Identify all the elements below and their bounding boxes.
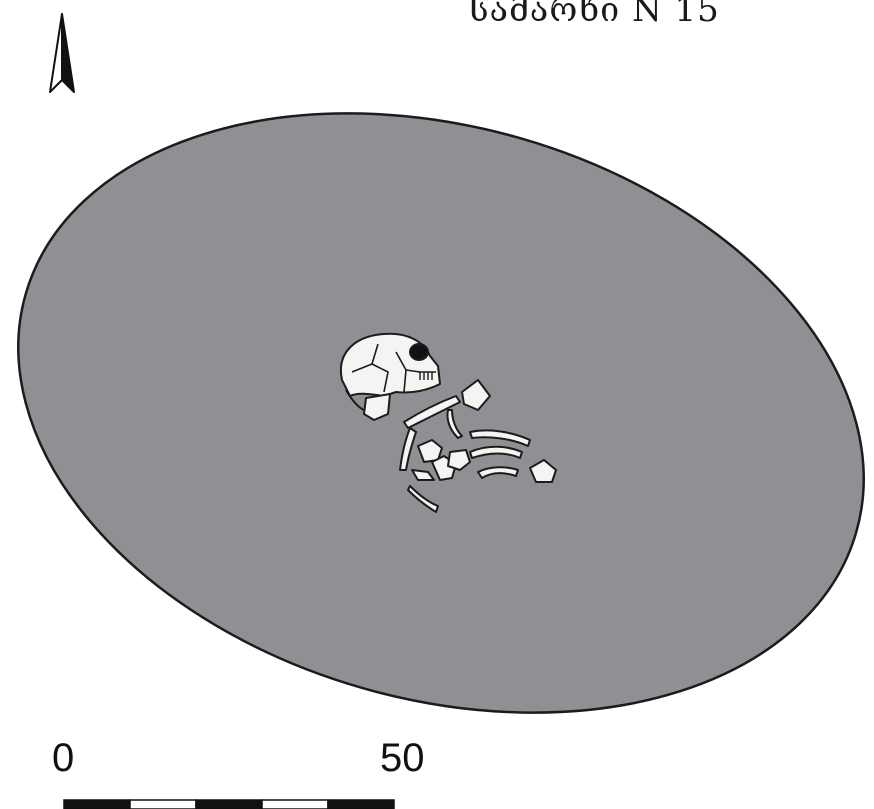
grave-pit	[17, 112, 865, 714]
drawing-title: სამარხი N 15	[468, 0, 720, 30]
scale-start-label: 0	[52, 736, 75, 780]
north-arrow-icon	[49, 13, 75, 93]
femur	[407, 485, 439, 513]
clavicle	[403, 395, 461, 429]
scale-bar	[63, 799, 395, 809]
skeleton-remains	[339, 332, 557, 513]
scale-end-label: 50	[380, 736, 425, 780]
humerus	[399, 427, 417, 471]
